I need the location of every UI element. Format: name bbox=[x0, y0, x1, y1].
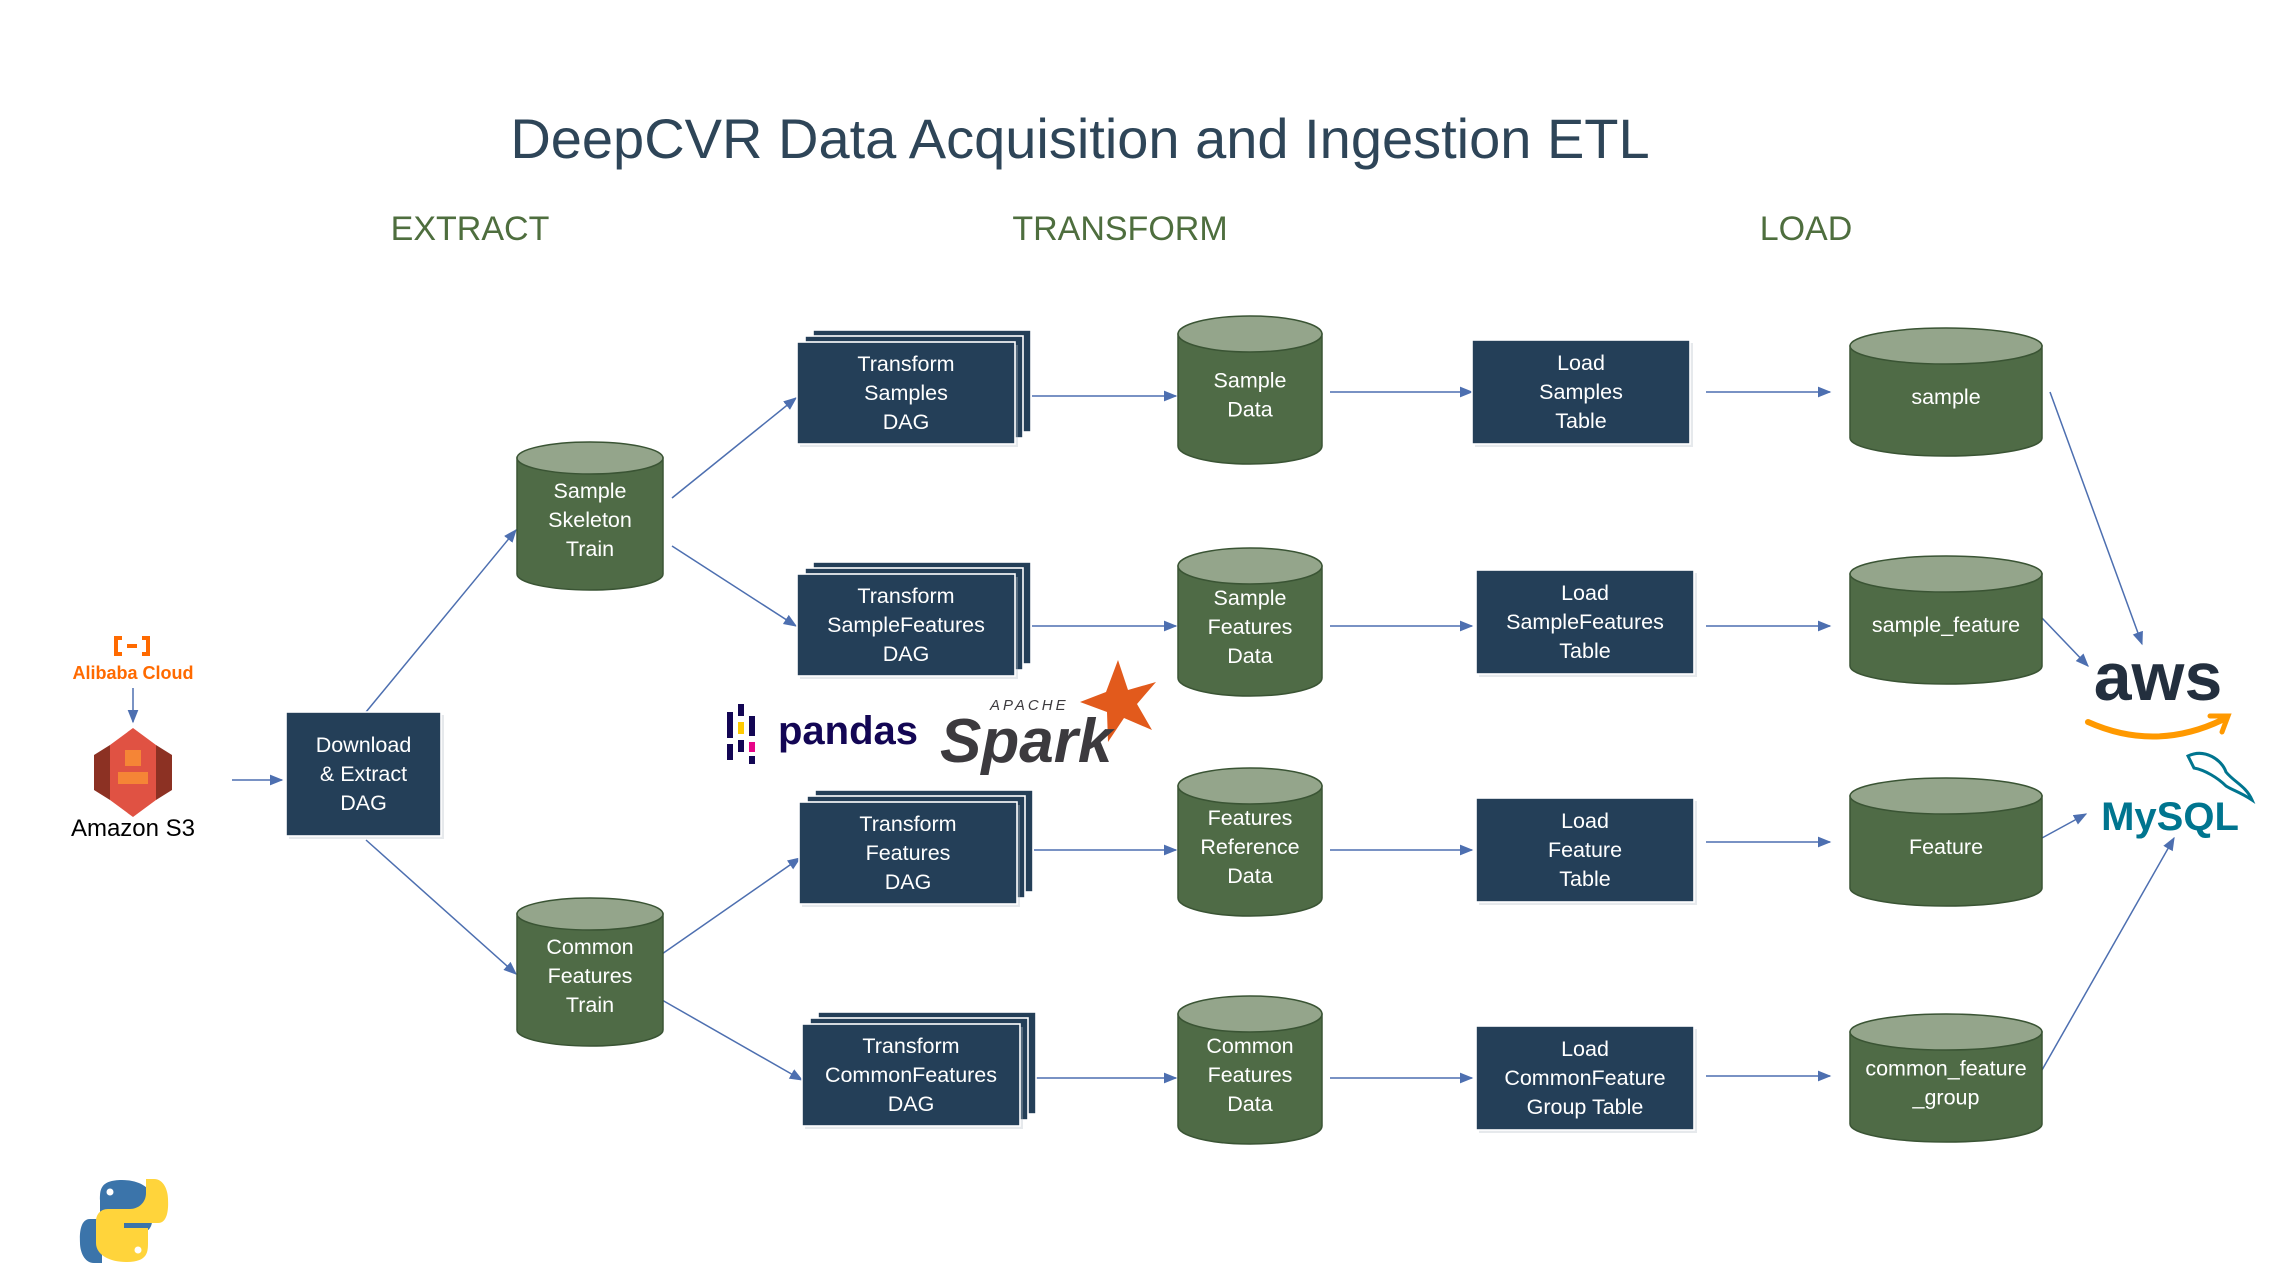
alibaba-cloud-label: Alibaba Cloud bbox=[73, 663, 194, 683]
d-featuresref-label-line: Features bbox=[1208, 806, 1293, 830]
t-commonfeatures-label-line: DAG bbox=[888, 1092, 935, 1116]
skeleton-label-line: Skeleton bbox=[548, 508, 632, 532]
tbl-common-cylinder: common_feature _group bbox=[1849, 1013, 2043, 1143]
d-featuresref-label-line: Data bbox=[1227, 864, 1272, 888]
t-samplefeatures-label-line: DAG bbox=[883, 642, 930, 666]
l-feature-label-line: Table bbox=[1559, 867, 1610, 891]
download-label-line: DAG bbox=[340, 791, 387, 815]
tbl-sample-label-line: sample bbox=[1911, 385, 1980, 409]
tbl-common-label-line: _group bbox=[1912, 1086, 1980, 1110]
tbl-feature-cylinder: Feature bbox=[1849, 777, 2043, 907]
amazon-s3-label: Amazon S3 bbox=[71, 815, 195, 842]
t-samplefeatures-label-line: SampleFeatures bbox=[827, 613, 985, 637]
l-samplefeatures-label-line: Load bbox=[1561, 581, 1609, 605]
l-samples-label-line: Load bbox=[1557, 351, 1605, 375]
aws-logo: aws bbox=[2085, 639, 2232, 740]
common-train-label-line: Common bbox=[546, 935, 633, 959]
download-label-line: & Extract bbox=[320, 762, 407, 786]
l-commonfeature-label-line: Group Table bbox=[1527, 1095, 1644, 1119]
d-samplefeatures-label-line: Features bbox=[1208, 615, 1293, 639]
l-commonfeature-label-line: CommonFeature bbox=[1504, 1066, 1665, 1090]
l-samplefeatures-label-line: SampleFeatures bbox=[1506, 610, 1664, 634]
t-features-label-line: Features bbox=[866, 841, 951, 865]
pandas-label: pandas bbox=[778, 709, 918, 753]
tbl-sample-feature-cylinder: sample_feature bbox=[1849, 555, 2043, 685]
d-featuresref-label-line: Reference bbox=[1200, 835, 1299, 859]
spark-star-icon bbox=[1080, 660, 1156, 742]
aws-label: aws bbox=[2094, 639, 2223, 715]
s3-bucket-icon bbox=[94, 728, 172, 817]
phase-extract-label: EXTRACT bbox=[391, 210, 550, 248]
t-samplefeatures-label-line: Transform bbox=[857, 584, 954, 608]
spark-apache-label: APACHE bbox=[989, 697, 1069, 714]
d-commonfeatures-label-line: Data bbox=[1227, 1092, 1272, 1116]
pandas-icon bbox=[727, 704, 755, 764]
phase-load-label: LOAD bbox=[1760, 210, 1853, 248]
tbl-common-label-line: common_feature bbox=[1865, 1057, 2026, 1081]
l-samplefeatures-label-line: Table bbox=[1559, 639, 1610, 663]
t-samples-label-line: Transform bbox=[857, 352, 954, 376]
amazon-s3-logo: Amazon S3 bbox=[71, 728, 195, 842]
t-samples-label-line: Samples bbox=[864, 381, 948, 405]
common-train-label-line: Features bbox=[548, 964, 633, 988]
d-commonfeatures-label-line: Common bbox=[1206, 1034, 1293, 1058]
pandas-logo: pandas bbox=[727, 704, 918, 764]
tbl-sample-feature-label-line: sample_feature bbox=[1872, 613, 2020, 637]
connectors bbox=[365, 386, 2175, 1084]
tbl-feature-label-line: Feature bbox=[1909, 835, 1983, 859]
tbl-sample-cylinder: sample bbox=[1849, 327, 2043, 457]
l-samples-label-line: Table bbox=[1555, 409, 1606, 433]
skeleton-label-line: Train bbox=[566, 537, 614, 561]
d-samplefeatures-label-line: Sample bbox=[1214, 586, 1287, 610]
l-commonfeature-label-line: Load bbox=[1561, 1037, 1609, 1061]
spark-label: Spark bbox=[940, 707, 1116, 776]
l-samples-label-line: Samples bbox=[1539, 380, 1623, 404]
mysql-dolphin-icon bbox=[2185, 751, 2256, 805]
d-commonfeatures-label-line: Features bbox=[1208, 1063, 1293, 1087]
mysql-logo: MySQL bbox=[2101, 751, 2256, 839]
skeleton-label-line: Sample bbox=[554, 479, 627, 503]
diagram-title: DeepCVR Data Acquisition and Ingestion E… bbox=[510, 107, 1649, 170]
t-features-label-line: DAG bbox=[885, 870, 932, 894]
t-samples-label-line: DAG bbox=[883, 410, 930, 434]
t-features-label-line: Transform bbox=[859, 812, 956, 836]
d-sample-label-line: Sample bbox=[1214, 369, 1287, 393]
python-logo bbox=[79, 1179, 169, 1263]
d-samplefeatures-label-line: Data bbox=[1227, 644, 1272, 668]
aws-smile-icon bbox=[2085, 717, 2225, 740]
d-sample-label-line: Data bbox=[1227, 398, 1272, 422]
t-commonfeatures-label-line: CommonFeatures bbox=[825, 1063, 997, 1087]
l-feature-label-line: Feature bbox=[1548, 838, 1622, 862]
phase-transform-label: TRANSFORM bbox=[1012, 210, 1227, 248]
python-icon-yellow bbox=[96, 1179, 169, 1262]
download-label-line: Download bbox=[316, 733, 412, 757]
alibaba-cloud-icon bbox=[114, 636, 150, 656]
mysql-label: MySQL bbox=[2101, 795, 2239, 839]
common-train-label-line: Train bbox=[566, 993, 614, 1017]
apache-spark-logo: APACHE Spark bbox=[940, 660, 1156, 776]
nodes: Download& ExtractDAGSampleSkeletonTrainC… bbox=[285, 315, 2043, 1145]
t-commonfeatures-label-line: Transform bbox=[862, 1034, 959, 1058]
alibaba-cloud-logo: Alibaba Cloud bbox=[73, 636, 194, 683]
l-feature-label-line: Load bbox=[1561, 809, 1609, 833]
